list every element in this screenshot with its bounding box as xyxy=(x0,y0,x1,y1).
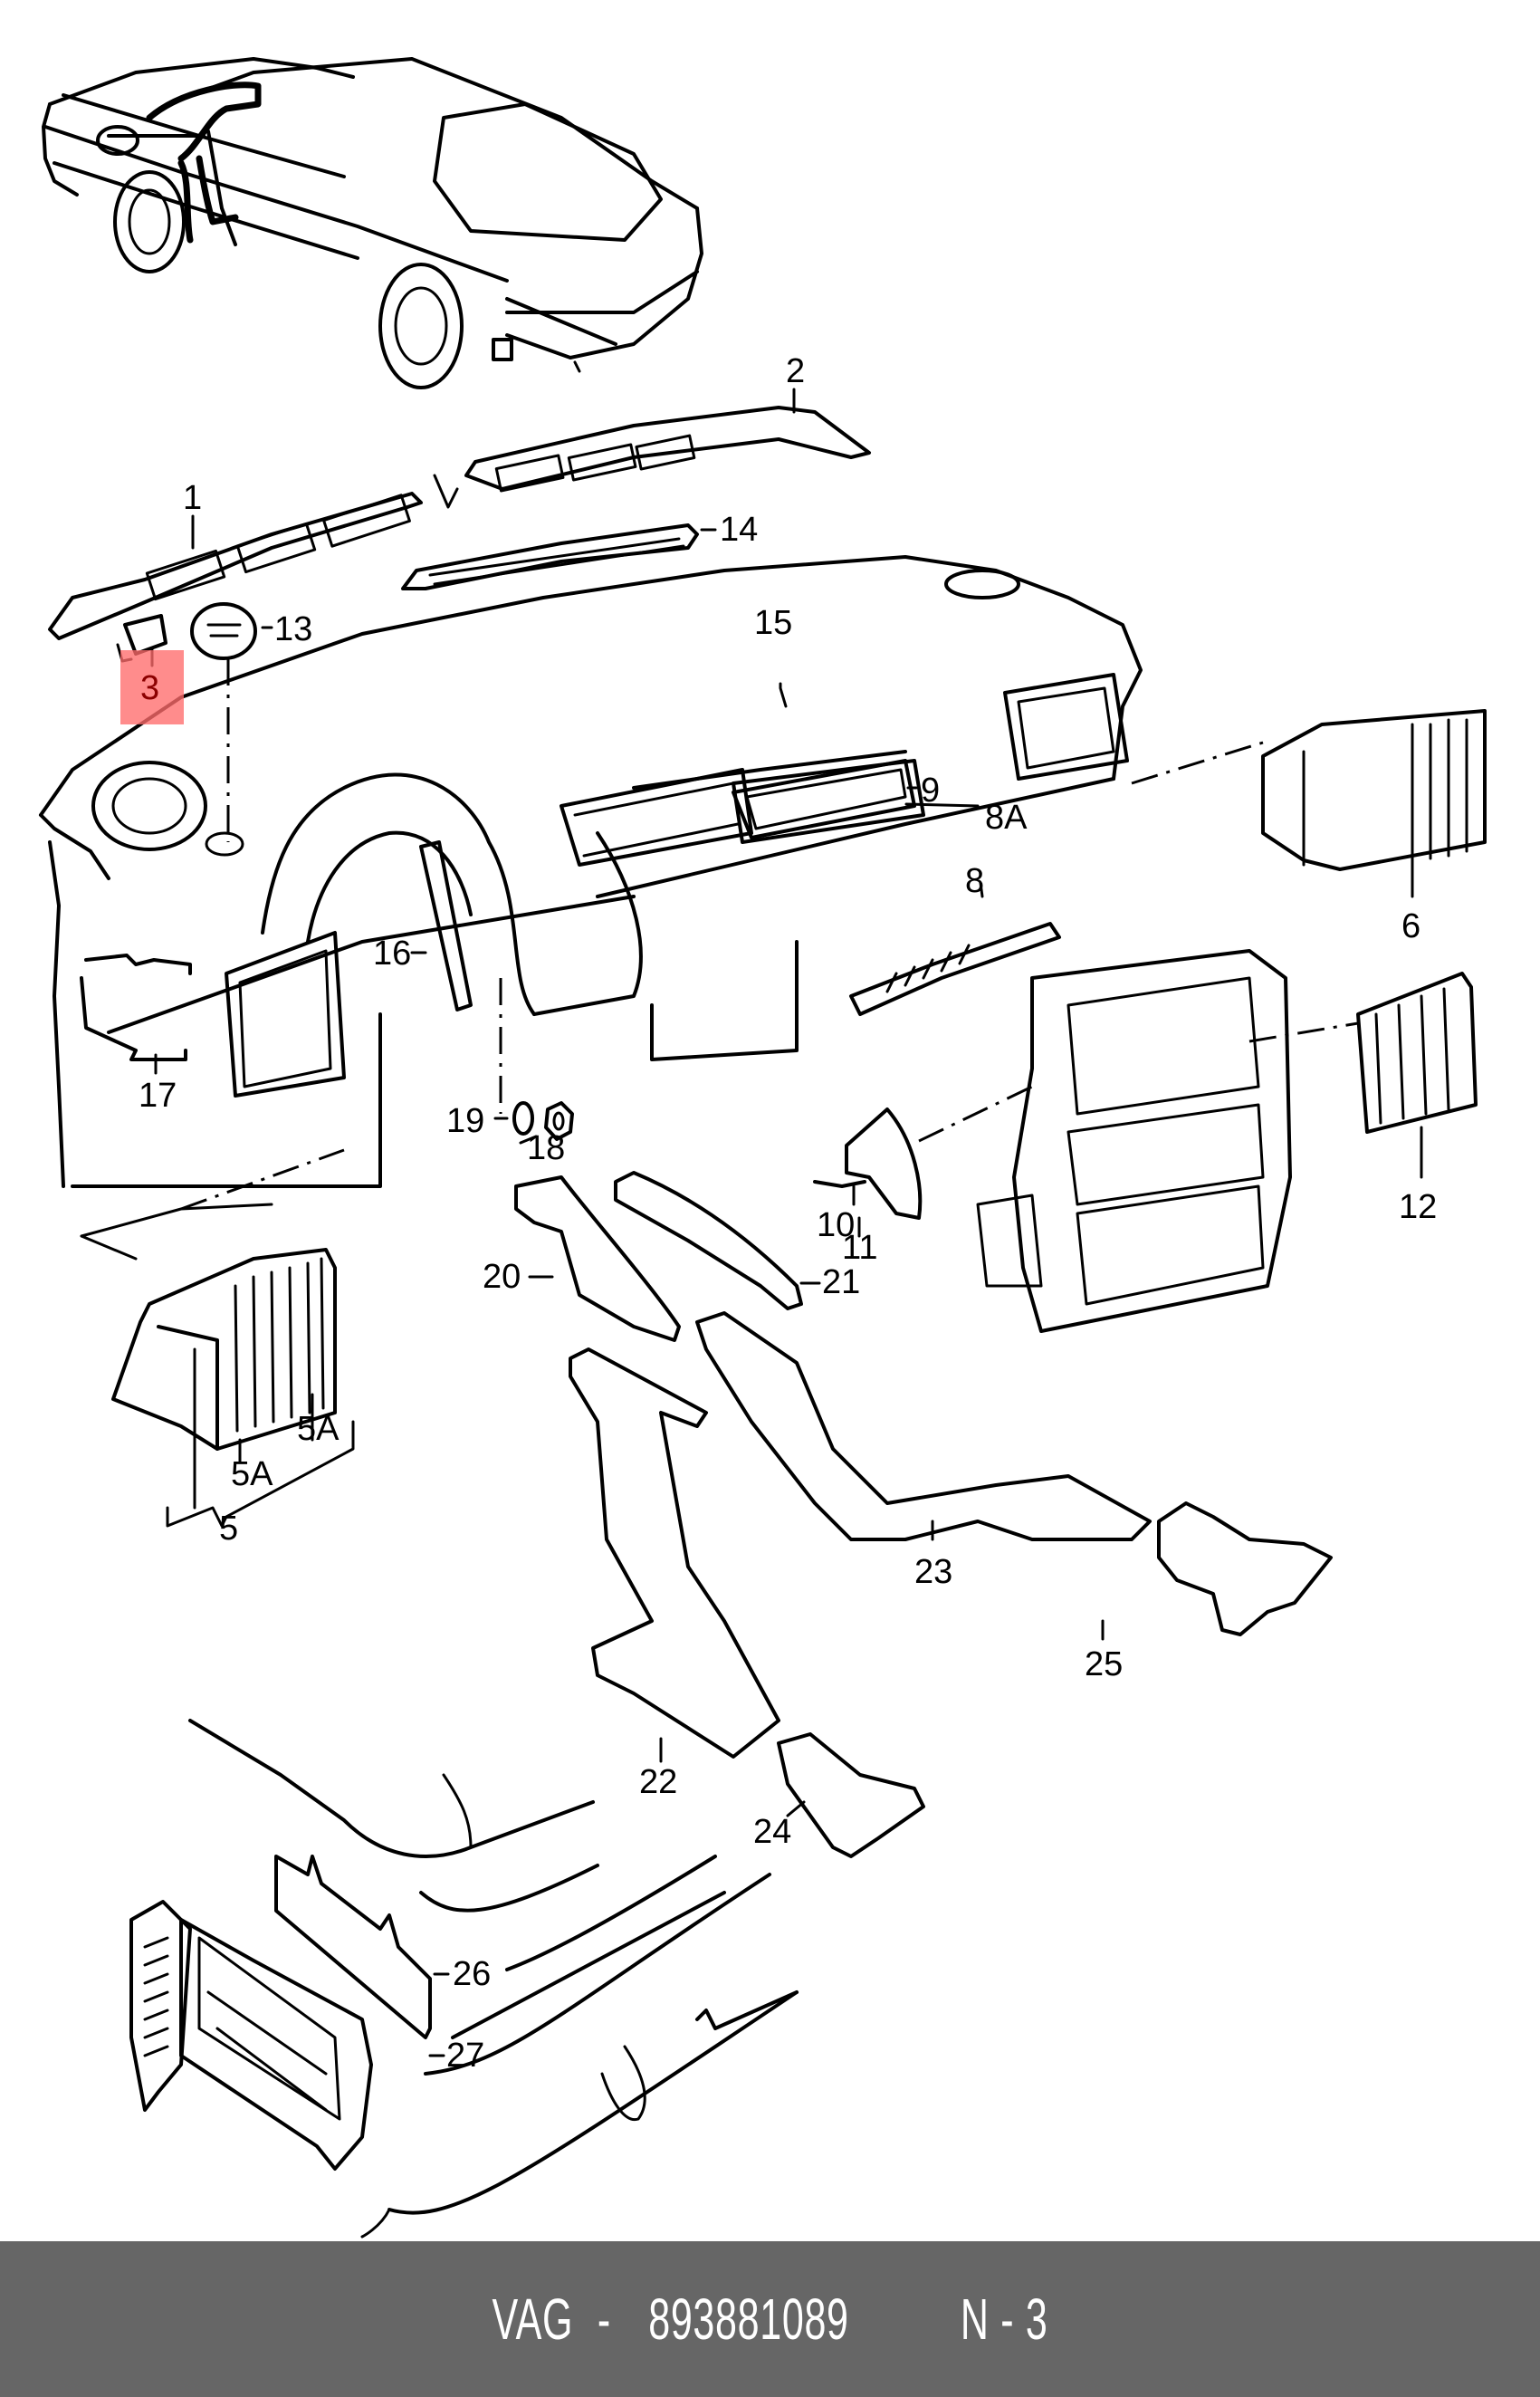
heater-box xyxy=(976,949,1292,1333)
part-16-seal-strip xyxy=(419,840,473,1012)
callout-12[interactable]: 12 xyxy=(1399,1188,1437,1226)
rear-body-outline xyxy=(188,1719,799,2239)
part-17-seal xyxy=(80,954,192,1061)
callout-8[interactable]: 8 xyxy=(965,862,984,900)
callout-10[interactable]: 10 xyxy=(817,1206,855,1244)
part-21-duct xyxy=(614,1171,803,1310)
part-18-nut xyxy=(499,978,574,1141)
callout-8a[interactable]: 8A xyxy=(985,799,1028,837)
callout-6[interactable]: 6 xyxy=(1401,907,1420,945)
part-8-center-vent-grille xyxy=(849,922,1061,1016)
part-number-footer: VAG - 893881089 N - 3 xyxy=(0,2241,1540,2397)
part-23-floor-duct-right xyxy=(695,1311,1152,1541)
callout-17[interactable]: 17 xyxy=(139,1077,177,1115)
callout-21[interactable]: 21 xyxy=(822,1263,860,1301)
part-9-vent-frame xyxy=(732,759,916,839)
separator: - xyxy=(597,2287,611,2352)
part-2-defroster-vent-right xyxy=(433,406,871,509)
part-14-center-defroster-grille xyxy=(401,523,699,590)
part-25-duct-end-right xyxy=(1157,1501,1333,1636)
part-13-plug xyxy=(190,602,257,842)
callout-26[interactable]: 26 xyxy=(453,1955,491,1993)
callout-27[interactable]: 27 xyxy=(446,2037,484,2075)
part-26-panel xyxy=(274,1855,432,2039)
part-12-side-vent-grille xyxy=(1248,972,1478,1134)
part-15-dashboard xyxy=(39,555,1143,1188)
callout-20[interactable]: 20 xyxy=(483,1258,521,1296)
part-6-right-vent-assembly xyxy=(1131,709,1487,871)
callout-11[interactable]: 11 xyxy=(842,1229,877,1267)
part-27-rear-vent xyxy=(129,1900,373,2171)
callout-15[interactable]: 15 xyxy=(754,604,792,642)
highlight-part-3 xyxy=(120,650,184,724)
callout-14[interactable]: 14 xyxy=(720,511,758,549)
part-number: 893881089 xyxy=(648,2287,849,2352)
callout-19[interactable]: 19 xyxy=(446,1102,484,1140)
part-24-duct-end-left xyxy=(777,1732,925,1858)
part-20-duct xyxy=(514,1175,681,1342)
footer-text: VAG - 893881089 N - 3 xyxy=(483,2286,1057,2353)
callout-16[interactable]: 16 xyxy=(373,935,411,973)
part-22-floor-duct-left xyxy=(569,1347,780,1759)
callout-13[interactable]: 13 xyxy=(274,610,312,648)
part-5-left-vent-assembly xyxy=(80,1148,355,1528)
position-label: N - 3 xyxy=(960,2287,1048,2352)
part-1-defroster-vent-left xyxy=(48,492,423,640)
callout-25[interactable]: 25 xyxy=(1085,1645,1123,1683)
callout-9[interactable]: 9 xyxy=(921,772,940,810)
callout-1[interactable]: 1 xyxy=(183,479,202,517)
callout-24[interactable]: 24 xyxy=(753,1813,791,1851)
part-19-washer xyxy=(512,1101,534,1136)
callout-5a-right[interactable]: 5A xyxy=(297,1410,340,1448)
callout-labels: 1 2 3 5 5A 5A 6 8 8A 9 10 11 12 13 14 15… xyxy=(139,352,1437,2075)
part-10-screw xyxy=(813,1180,866,1188)
callout-23[interactable]: 23 xyxy=(914,1553,952,1591)
callout-5a-left[interactable]: 5A xyxy=(231,1455,273,1493)
callout-18[interactable]: 18 xyxy=(527,1129,565,1167)
callout-3[interactable]: 3 xyxy=(140,669,159,707)
car-overview-illustration xyxy=(42,57,703,389)
callout-5[interactable]: 5 xyxy=(219,1510,238,1548)
parts-diagram: 1 2 3 5 5A 5A 6 8 8A 9 10 11 12 13 14 15… xyxy=(39,57,1487,2239)
callout-2[interactable]: 2 xyxy=(786,352,805,390)
brand-label: VAG xyxy=(492,2287,573,2352)
leader-lines xyxy=(150,388,1423,2057)
part-11-flap-lever xyxy=(845,1085,1033,1220)
callout-22[interactable]: 22 xyxy=(639,1763,677,1801)
